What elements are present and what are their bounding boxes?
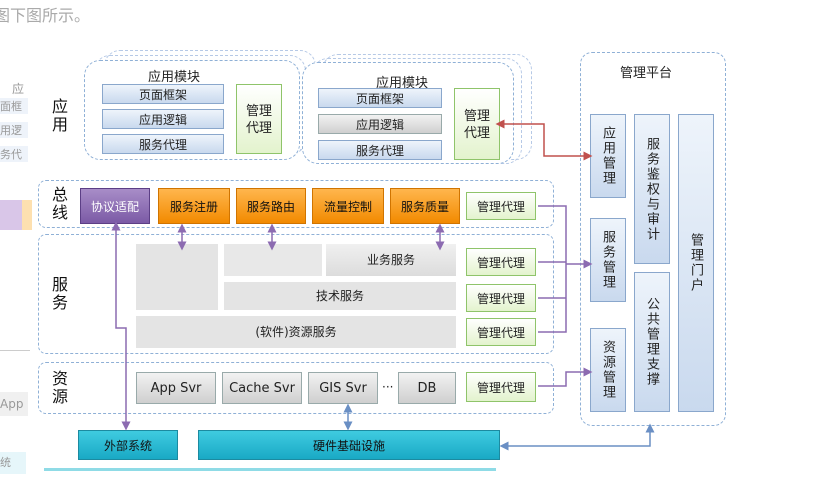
resource-gis-svr: GIS Svr (308, 372, 378, 404)
resource-mgmt-agent: 管理代理 (466, 372, 536, 402)
resource-cache-svr: Cache Svr (222, 372, 302, 404)
ghost-text: 用逻 (0, 122, 28, 138)
arrow-hardware-mgmt (499, 423, 655, 451)
module-item-page-frame: 页面框架 (318, 88, 442, 108)
arrow-resource-mgmt (538, 367, 593, 387)
module-item-app-logic: 应用逻辑 (102, 109, 224, 129)
ghost-divider (0, 350, 30, 351)
hardware-infra: 硬件基础设施 (198, 430, 500, 460)
agent-label: 管理代理 (245, 104, 272, 136)
module-mgmt-agent: 管理代理 (236, 84, 282, 154)
bus-service-quality: 服务质量 (390, 188, 460, 224)
ghost-text: 面框 (0, 98, 28, 114)
ghost-text: 务代 (0, 146, 28, 162)
resource-db: DB (398, 372, 456, 404)
service-stack-divider (322, 244, 326, 282)
bus-layer-frame (38, 180, 554, 228)
bus-protocol-adapter: 协议适配 (80, 188, 150, 224)
external-system: 外部系统 (78, 430, 178, 460)
layer-label-bus: 总线 (49, 186, 68, 222)
module-item-app-logic: 应用逻辑 (318, 114, 442, 134)
service-mgmt-agent-3: 管理代理 (466, 318, 536, 346)
bus-flow-control: 流量控制 (312, 188, 384, 224)
app-module-title: 应用模块 (148, 70, 201, 85)
service-tech: 技术服务 (315, 289, 364, 303)
agent-label: 管理代理 (463, 109, 490, 141)
layer-label-service: 服务 (49, 276, 68, 312)
ghost-text: 应 (12, 82, 25, 96)
bus-service-register: 服务注册 (158, 188, 230, 224)
bus-mgmt-agent: 管理代理 (466, 192, 536, 220)
resource-layer-frame (38, 362, 554, 414)
mgmt-app: 应用管理 (590, 114, 626, 198)
caption-text: 图下图所示。 (0, 6, 91, 25)
mgmt-service: 服务管理 (590, 218, 626, 302)
service-business: 业务服务 (326, 244, 456, 276)
layer-label-resource: 资源 (49, 370, 68, 406)
service-stack-divider (224, 276, 456, 282)
ghost-text: App (0, 392, 28, 416)
service-resource: (软件)资源服务 (255, 325, 337, 339)
mgmt-platform-title: 管理平台 (620, 66, 673, 81)
module-item-service-proxy: 服务代理 (102, 134, 224, 154)
bottom-line (44, 468, 496, 471)
module-mgmt-agent: 管理代理 (454, 88, 500, 160)
resource-app-svr: App Svr (136, 372, 216, 404)
arrow-protocol-external (111, 221, 131, 431)
mgmt-common-support: 公共管理支撑 (634, 272, 670, 412)
arrow-app-mgmt (495, 119, 593, 161)
mgmt-portal: 管理门户 (678, 114, 714, 412)
service-mgmt-agent-2: 管理代理 (466, 284, 536, 312)
module-item-page-frame: 页面框架 (102, 84, 224, 104)
ghost-block (22, 200, 32, 230)
mgmt-resource: 资源管理 (590, 328, 626, 412)
service-layer-frame (38, 234, 554, 354)
resource-ellipsis: ··· (382, 380, 394, 394)
module-item-service-proxy: 服务代理 (318, 140, 442, 160)
service-stack-divider (136, 310, 456, 316)
app-module-title: 应用模块 (376, 76, 429, 91)
layer-label-app: 应用 (49, 98, 68, 134)
service-stack-divider (218, 244, 224, 310)
ghost-text: 统 (0, 452, 26, 474)
mgmt-auth-audit: 服务鉴权与审计 (634, 114, 670, 264)
service-mgmt-agent-1: 管理代理 (466, 248, 536, 276)
arrow-service-mgmt (538, 205, 588, 333)
ghost-block (0, 200, 22, 230)
